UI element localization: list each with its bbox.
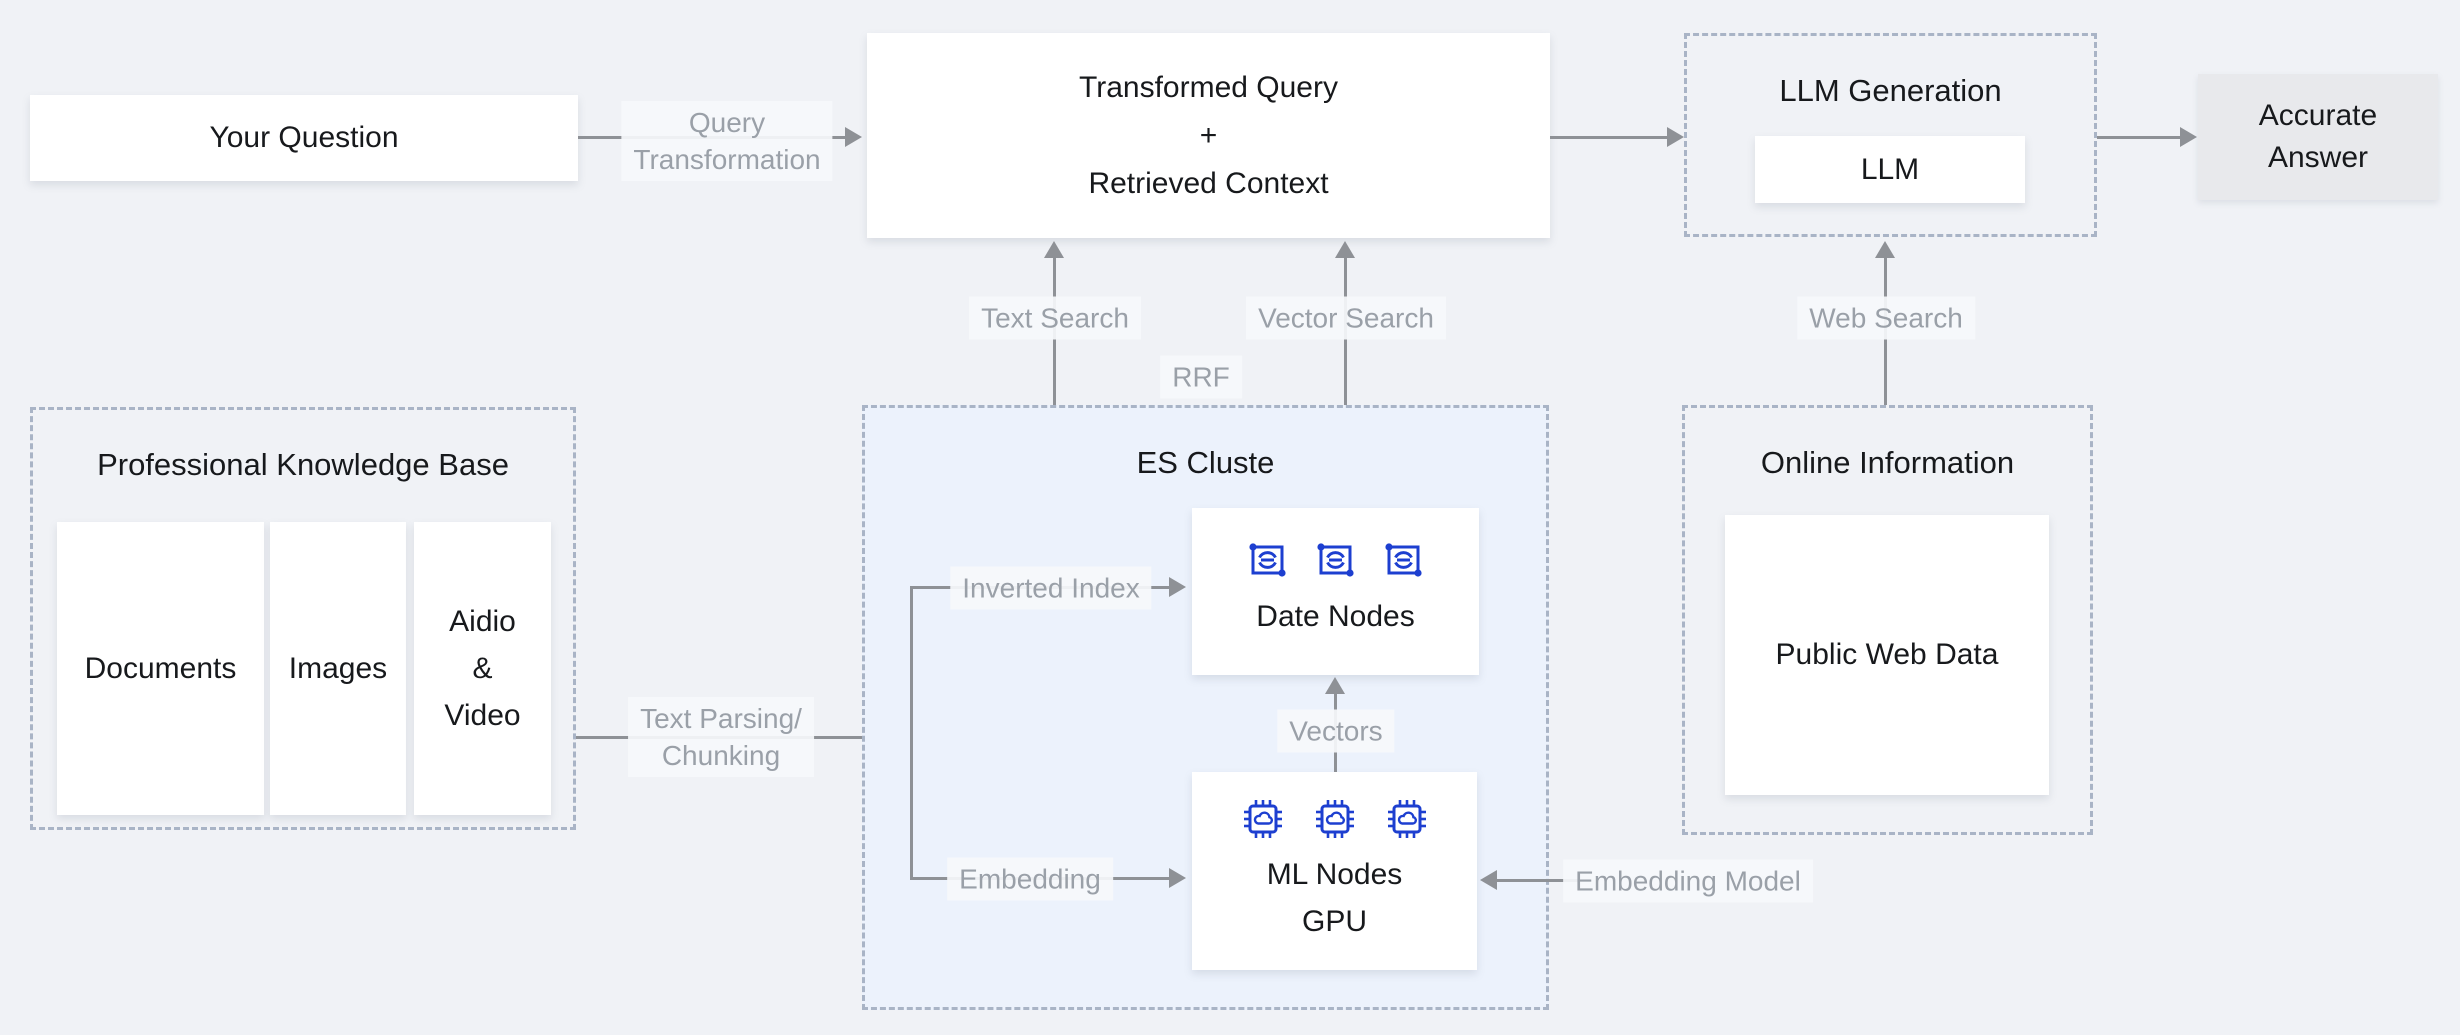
arrowhead-web-search	[1875, 241, 1895, 258]
arrowhead-text-search	[1044, 241, 1064, 258]
ml-node-icon	[1315, 800, 1354, 838]
fork-line	[910, 586, 913, 880]
llm-node: LLM	[1755, 136, 2025, 203]
text-search-label: Text Search	[969, 296, 1141, 340]
audio-video-node: Aidio & Video	[414, 522, 551, 815]
arrow-llm-to-answer	[2097, 136, 2181, 139]
ml-nodes-label: ML Nodes GPU	[1266, 858, 1403, 938]
ml-nodes-icon-row	[1241, 797, 1429, 841]
arrowhead-llm-to-answer	[2180, 127, 2197, 147]
transformed-query-node: Transformed Query + Retrieved Context	[867, 33, 1550, 238]
llm-generation-group: LLM Generation LLM	[1684, 33, 2097, 237]
public-web-data-node: Public Web Data	[1725, 515, 2049, 795]
inverted-index-label: Inverted Index	[950, 566, 1152, 610]
accurate-answer-label: Accurate Answer	[2258, 99, 2378, 174]
data-nodes-label: Date Nodes	[1256, 600, 1415, 633]
arrowhead-embedding	[1169, 868, 1186, 888]
arrowhead-question-to-query	[845, 127, 862, 147]
knowledge-base-title: Professional Knowledge Base	[97, 447, 509, 482]
llm-generation-title: LLM Generation	[1779, 73, 2002, 108]
documents-node: Documents	[57, 522, 264, 815]
arrowhead-inverted-index	[1169, 577, 1186, 597]
arrowhead-vectors	[1325, 677, 1345, 694]
arrowhead-embedding-model	[1480, 870, 1497, 890]
embedding-model-line	[1496, 879, 1578, 882]
data-nodes-node: Date Nodes	[1192, 508, 1479, 675]
online-information-group: Online Information Public Web Data	[1682, 405, 2093, 835]
data-nodes-icon-row	[1248, 543, 1424, 577]
vectors-label: Vectors	[1277, 709, 1395, 753]
audio-video-label: Aidio & Video	[444, 605, 521, 732]
data-node-icon	[1384, 543, 1422, 577]
online-information-title: Online Information	[1760, 445, 2015, 480]
embedding-label: Embedding	[947, 857, 1113, 901]
your-question-node: Your Question	[30, 95, 578, 181]
ml-node-icon	[1387, 800, 1426, 838]
data-node-icon	[1316, 543, 1354, 577]
accurate-answer-node: Accurate Answer	[2198, 74, 2438, 200]
documents-label: Documents	[84, 651, 237, 685]
ml-nodes-node: ML Nodes GPU	[1192, 772, 1477, 970]
query-transformation-label: Query Transformation	[621, 101, 833, 181]
data-node-icon	[1248, 543, 1286, 577]
arrowhead-vector-search	[1335, 241, 1355, 258]
arrowhead-context-to-llm	[1667, 127, 1684, 147]
plus-sign: +	[1199, 118, 1218, 152]
llm-label: LLM	[1860, 152, 1920, 186]
vector-search-label: Vector Search	[1246, 296, 1446, 340]
text-parsing-label: Text Parsing/ Chunking	[628, 697, 814, 777]
images-label: Images	[288, 651, 388, 685]
transformed-query-line2: Retrieved Context	[1088, 166, 1329, 200]
transformed-query-line1: Transformed Query	[1079, 70, 1338, 104]
public-web-data-label: Public Web Data	[1775, 638, 1999, 671]
rrf-label: RRF	[1160, 355, 1242, 399]
web-search-label: Web Search	[1797, 296, 1975, 340]
arrow-context-to-llm	[1550, 136, 1668, 139]
knowledge-base-group: Professional Knowledge Base Documents Im…	[30, 407, 576, 830]
es-cluster-title: ES Cluste	[1136, 445, 1275, 480]
ml-node-icon	[1243, 800, 1282, 838]
embedding-model-label: Embedding Model	[1563, 859, 1813, 903]
images-node: Images	[270, 522, 406, 815]
your-question-label: Your Question	[209, 121, 399, 154]
